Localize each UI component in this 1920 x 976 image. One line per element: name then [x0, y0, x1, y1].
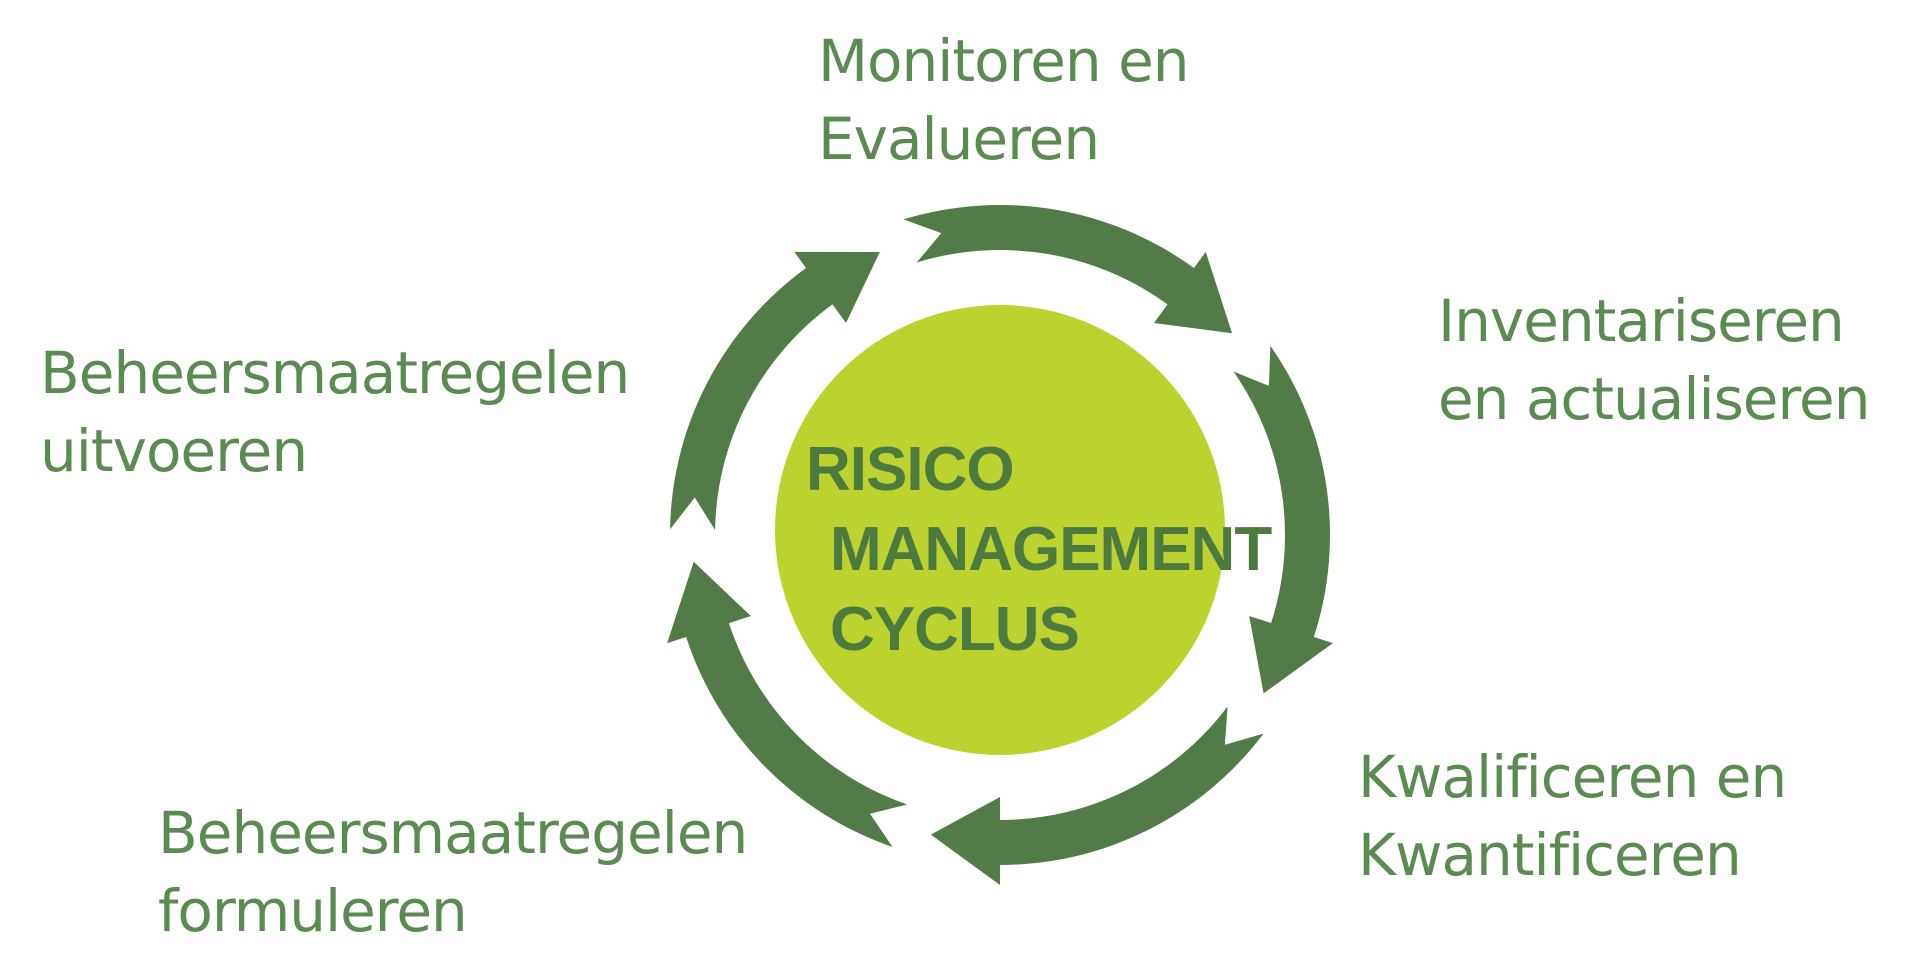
- step-label-qualify-quantify: Kwalificeren en Kwantificeren: [1358, 738, 1787, 894]
- step-label-formulate-measures: Beheersmaatregelen formuleren: [158, 794, 748, 950]
- step-label-line: en actualiseren: [1438, 365, 1870, 433]
- cycle-arrow-execute: [670, 251, 880, 531]
- step-label-execute-measures: Beheersmaatregelen uitvoeren: [40, 334, 630, 490]
- cycle-arrow-qualify: [930, 706, 1264, 885]
- center-title-line-2: MANAGEMENT: [830, 515, 1272, 584]
- step-label-line: formuleren: [158, 877, 468, 945]
- center-title-line-3: CYCLUS: [830, 595, 1080, 664]
- center-title-line-1: RISICO: [806, 435, 1015, 504]
- step-label-line: Beheersmaatregelen: [158, 799, 748, 867]
- cycle-arrow-formulate: [667, 561, 908, 848]
- step-label-line: uitvoeren: [40, 417, 308, 485]
- step-label-inventory-update: Inventariseren en actualiseren: [1438, 282, 1870, 438]
- cycle-arrows: [667, 205, 1333, 885]
- step-label-line: Evalueren: [818, 105, 1100, 173]
- step-label-line: Inventariseren: [1438, 287, 1845, 355]
- center-title: RISICO MANAGEMENT CYCLUS: [770, 430, 1272, 670]
- step-label-line: Kwantificeren: [1358, 821, 1742, 889]
- cycle-arrow-monitor: [903, 205, 1233, 334]
- step-label-line: Beheersmaatregelen: [40, 339, 630, 407]
- step-label-line: Kwalificeren en: [1358, 743, 1787, 811]
- step-label-monitor-evaluate: Monitoren en Evalueren: [818, 22, 1190, 178]
- center-disc: [775, 305, 1225, 755]
- step-label-line: Monitoren en: [818, 27, 1190, 95]
- cycle-arrow-inventory: [1233, 345, 1333, 694]
